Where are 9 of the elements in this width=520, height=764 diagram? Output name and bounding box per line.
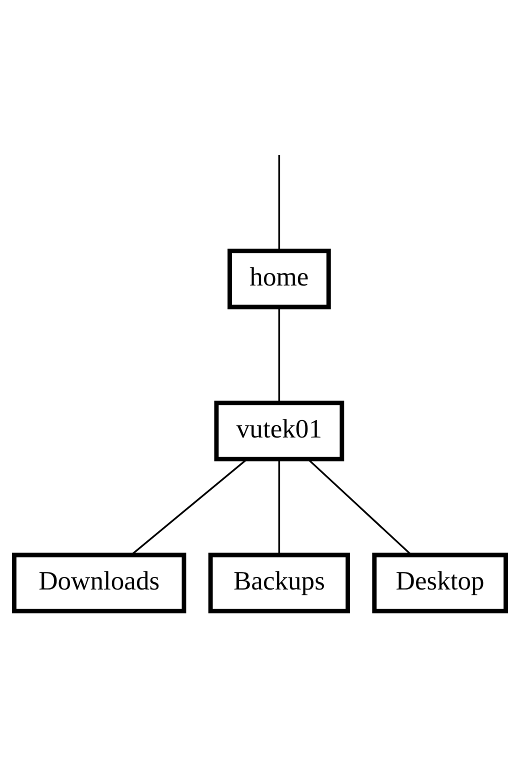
node-box: Downloads [12,552,186,613]
connector [278,154,280,250]
node-box: vutek01 [214,400,344,461]
connector [278,306,280,402]
connector [307,458,412,555]
node-box: Desktop [372,552,508,613]
node-box: Backups [208,552,350,613]
node-box: home [228,248,331,309]
connector [278,458,280,554]
